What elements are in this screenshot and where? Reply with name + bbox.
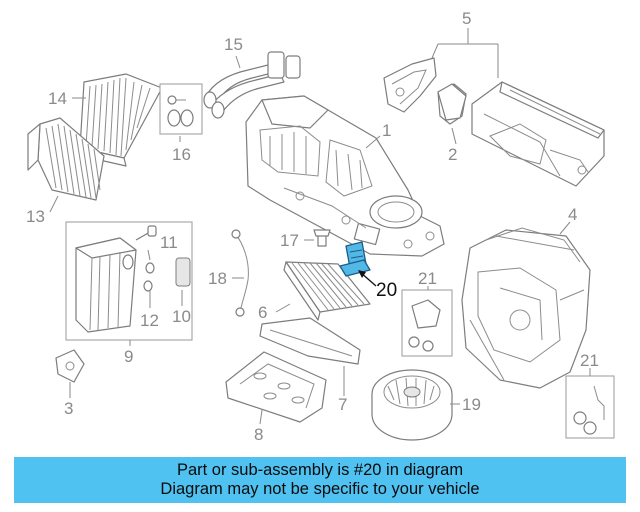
- callout-17: 17: [280, 231, 299, 250]
- part-6-cabin-filter[interactable]: [283, 261, 371, 321]
- callout-2: 2: [448, 145, 457, 164]
- callout-4: 4: [568, 205, 577, 224]
- part-15-pipe-assembly[interactable]: [203, 51, 301, 119]
- part-9-kit-box[interactable]: [65, 221, 193, 341]
- callout-6: 6: [258, 303, 267, 322]
- info-banner: Part or sub-assembly is #20 in diagram D…: [14, 457, 626, 503]
- part-20-highlighted-resistor[interactable]: [339, 241, 371, 277]
- callout-13: 13: [26, 207, 45, 226]
- banner-line-1: Part or sub-assembly is #20 in diagram: [176, 461, 464, 479]
- callout-5: 5: [462, 9, 471, 28]
- part-14-heater-core[interactable]: [79, 73, 163, 167]
- callout-14: 14: [48, 89, 67, 108]
- callout-8: 8: [254, 425, 263, 444]
- callout-20: 20: [376, 280, 397, 301]
- callout-16: 16: [172, 145, 191, 164]
- part-8-lower-cover[interactable]: [225, 351, 327, 423]
- part-1-hvac-housing[interactable]: [245, 95, 445, 257]
- part-2-actuator[interactable]: [437, 83, 467, 121]
- callout-19: 19: [462, 395, 481, 414]
- callout-21-upper: 21: [418, 269, 437, 288]
- callout-18: 18: [208, 269, 227, 288]
- part-7-filter-cover[interactable]: [259, 317, 361, 365]
- part-21-kit-upper[interactable]: [401, 289, 453, 357]
- parts-diagram: 15 5 14 1 2 16 13 4 17 11 20 18 21 6 12 …: [26, 9, 615, 444]
- leader-lines: [49, 28, 591, 425]
- part-17-screw[interactable]: [313, 229, 331, 247]
- callout-12: 12: [140, 311, 159, 330]
- callout-labels: 15 5 14 1 2 16 13 4 17 11 20 18 21 6 12 …: [26, 9, 599, 444]
- callout-1: 1: [382, 121, 391, 140]
- callout-21-lower: 21: [580, 351, 599, 370]
- callout-15: 15: [224, 35, 243, 54]
- callout-9: 9: [124, 347, 133, 366]
- part-5-duct-assembly[interactable]: [383, 57, 605, 187]
- part-12-seal[interactable]: [143, 280, 153, 292]
- part-4-lower-housing[interactable]: [461, 227, 591, 389]
- part-16-seals[interactable]: [159, 83, 203, 135]
- callout-7: 7: [338, 395, 347, 414]
- callout-10: 10: [172, 307, 191, 326]
- part-10-valve[interactable]: [175, 257, 191, 287]
- banner-line-2: Diagram may not be specific to your vehi…: [160, 480, 480, 498]
- part-3-bracket[interactable]: [55, 349, 85, 383]
- part-18-hose[interactable]: [231, 229, 249, 317]
- part-19-blower-motor[interactable]: [371, 369, 453, 441]
- part-21-kit-lower[interactable]: [565, 375, 615, 439]
- callout-3: 3: [64, 399, 73, 418]
- part-11-bolt[interactable]: [135, 225, 157, 274]
- part-13-evaporator[interactable]: [27, 117, 105, 201]
- callout-11: 11: [160, 233, 178, 252]
